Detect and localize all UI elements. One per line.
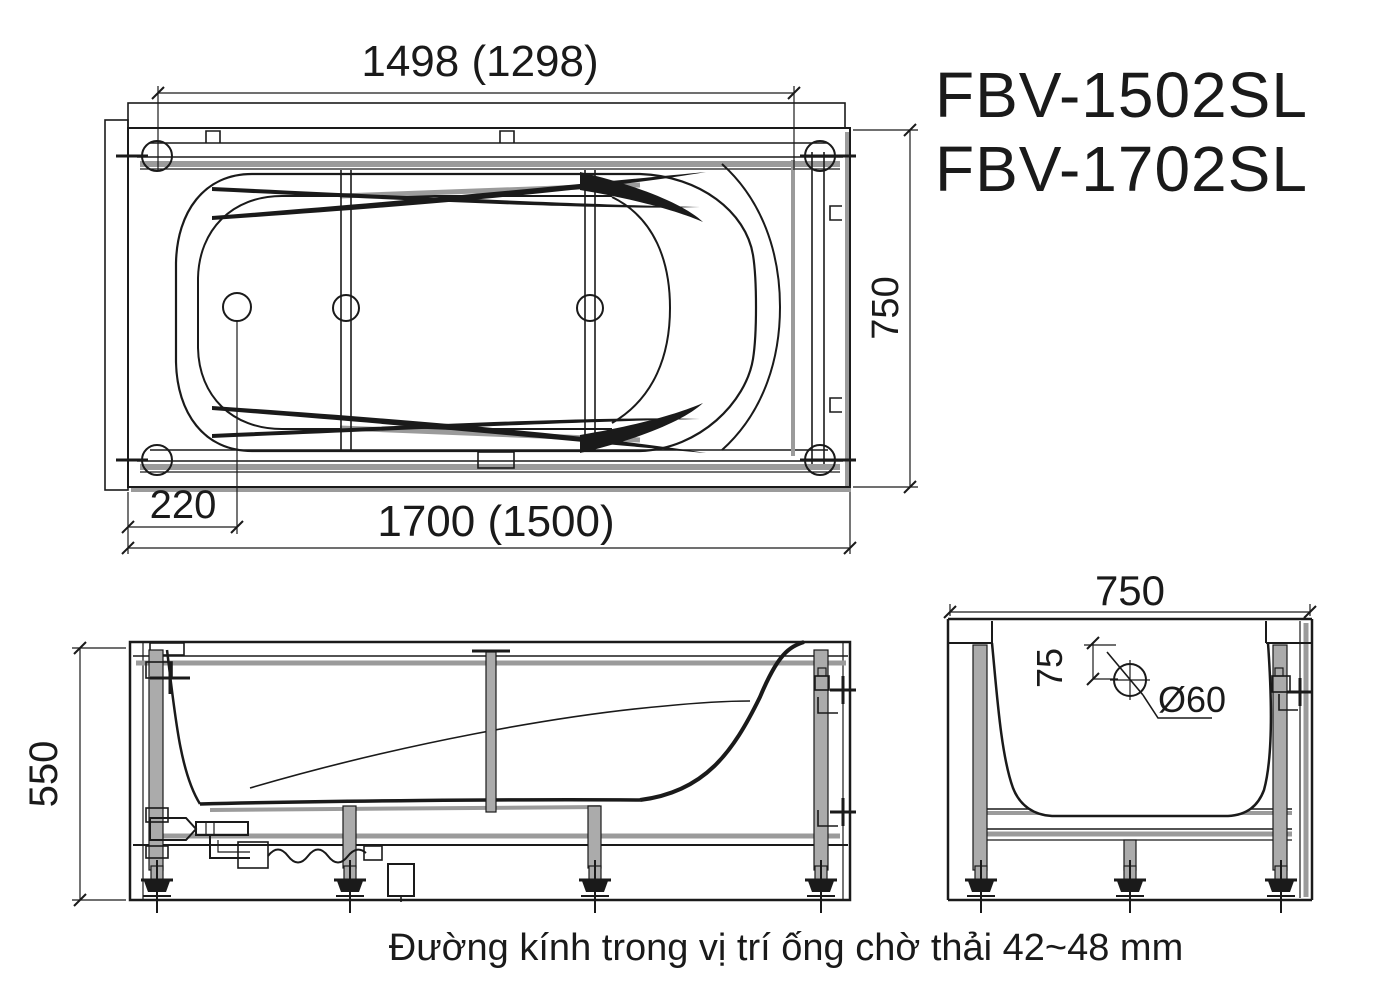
tub-profile: [149, 640, 805, 812]
dim-plan-width-label: 750: [865, 276, 907, 339]
corner-bolts: [141, 140, 836, 476]
contour-hook: [580, 403, 703, 453]
end-frame: [946, 617, 1314, 902]
adjustable-foot: [803, 858, 839, 915]
frame-post: [813, 649, 829, 871]
rail-tab: [829, 205, 842, 221]
dim-end-width: 750: [943, 567, 1317, 619]
adjustable-foot: [332, 858, 368, 915]
center-strut: [485, 651, 497, 813]
end-feet: [963, 858, 1299, 915]
end-posts: [972, 644, 1313, 871]
strut-fitting: [576, 294, 604, 322]
tub-basin-seat: [611, 196, 672, 424]
dim-side-height-label: 550: [22, 741, 66, 808]
adjustable-foot: [577, 858, 613, 915]
adjustable-foot: [1263, 858, 1299, 915]
dim-plan-width: 750: [853, 123, 918, 494]
dim-drain-offset-label: 220: [150, 483, 217, 527]
model-name-1: FBV-1502SL: [935, 59, 1308, 131]
dim-drain-offset: 220: [121, 483, 244, 534]
right-support-rail: [791, 152, 842, 464]
tub-inner-edge: [249, 700, 751, 789]
drain-fitting: [149, 817, 198, 841]
dim-outer-length: 1700 (1500): [121, 492, 857, 555]
dim-outer-length-label: 1700 (1500): [377, 497, 614, 546]
frame-post: [1272, 644, 1288, 871]
flexible-hose: [267, 848, 367, 864]
contour-hook: [580, 172, 703, 222]
rail-tab: [205, 130, 221, 143]
adjustable-foot: [963, 858, 999, 915]
bottom-support-rail: [116, 449, 856, 473]
tub-backrest: [639, 640, 805, 802]
dim-drain-depth-label: 75: [1029, 648, 1070, 688]
side-view: 550: [22, 640, 856, 915]
wall-section-top: [127, 102, 846, 129]
drain-hole-symbol: [1106, 651, 1150, 700]
basin-cross-section: [990, 642, 1273, 818]
model-labels: FBV-1502SL FBV-1702SL: [935, 59, 1308, 205]
adjustable-foot: [1112, 858, 1148, 915]
corner-bolt: [141, 140, 173, 172]
model-name-2: FBV-1702SL: [935, 133, 1308, 205]
bathtub-top-outline: [174, 163, 782, 453]
dim-end-width-label: 750: [1095, 567, 1165, 614]
frame-outline: [127, 127, 851, 492]
strut-fitting: [332, 294, 360, 322]
frame-post: [148, 649, 164, 871]
corner-bolt: [804, 444, 836, 476]
rail-tab: [829, 397, 842, 413]
contour-bulge: [721, 163, 782, 451]
tub-basin: [197, 195, 612, 430]
plan-view: 1498 (1298) 750 1700 (1500) 220: [104, 37, 918, 555]
frame-post: [972, 644, 988, 871]
corner-bolt: [141, 444, 173, 476]
frame-post: [587, 805, 602, 869]
dim-inner-length: 1498 (1298): [151, 37, 801, 170]
tub-rim: [174, 172, 758, 453]
drain: [222, 292, 252, 534]
support-struts: [332, 170, 604, 452]
overflow-box: [387, 863, 415, 897]
top-support-rail: [116, 130, 856, 170]
end-view: 750 75 Ø60: [943, 567, 1317, 915]
dim-drain-diameter-label: Ø60: [1158, 679, 1226, 720]
dim-drain-diameter: Ø60: [1142, 679, 1226, 720]
drain-circle: [222, 292, 252, 322]
rail-tab: [499, 130, 515, 143]
wall-section-left: [104, 119, 129, 491]
adjustable-foot: [139, 858, 175, 915]
dim-drain-depth: 75: [1029, 636, 1118, 688]
dim-side-height: 550: [22, 641, 126, 907]
dim-inner-length-label: 1498 (1298): [361, 37, 598, 86]
corner-bolt: [804, 140, 836, 172]
drain-plumbing: [149, 817, 415, 902]
caption-note: Đường kính trong vị trí ống chờ thải 42~…: [389, 927, 1184, 969]
